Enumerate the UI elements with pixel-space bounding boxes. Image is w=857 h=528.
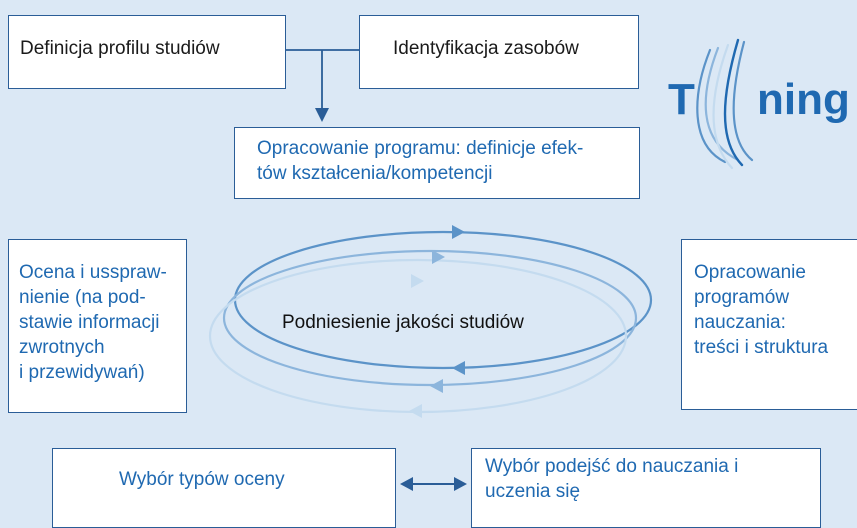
cycle-ellipse-middle [222,249,638,387]
assessment-types-label: Wybór typów oceny [119,469,285,490]
assessment-improvement-line: stawie informacji [19,312,160,333]
program-development-line-2: tów kształcenia/kompetencji [257,163,493,184]
tuning-logo-swirl-icon [696,38,754,170]
arrowhead-down [315,108,329,122]
tuning-logo-ning: ning [757,75,850,124]
assessment-improvement-line: nienie (na pod- [19,287,146,308]
double-arrow-right-head [454,477,467,491]
tuning-logo-letter-t: T [668,75,695,124]
cycle-arrow-top-1 [452,225,465,239]
teaching-approaches-line-2: uczenia się [485,481,581,502]
diagram-graphics [208,38,754,491]
curriculum-development-line: treści i struktura [694,337,829,358]
assessment-improvement-line: Ocena i usspraw- [19,262,167,283]
cycle-arrow-bottom-2 [430,379,443,393]
teaching-approaches-line-1: Wybór podejść do nauczania i [485,456,739,477]
cycle-arrow-top-3 [411,274,424,288]
cycle-label: Podniesienie jakości studiów [282,312,524,333]
teaching-approaches-box: Wybór podejść do nauczania i uczenia się [471,448,821,528]
double-arrow-left-head [400,477,413,491]
cycle-arrow-bottom-1 [452,361,465,375]
profile-definition-label: Definicja profilu studiów [20,38,220,59]
assessment-improvement-box: Ocena i usspraw- nienie (na pod- stawie … [8,239,187,413]
cycle-arrow-bottom-3 [409,404,422,418]
cycle-arrow-top-2 [432,250,445,264]
cycle-ellipse-outer [233,230,653,370]
assessment-types-box: Wybór typów oceny [52,448,396,528]
assessment-improvement-line: zwrotnych [19,337,105,358]
resources-identification-box: Identyfikacja zasobów [359,15,639,89]
program-development-line-1: Opracowanie programu: definicje efek- [257,138,584,159]
resources-identification-label: Identyfikacja zasobów [393,38,579,59]
curriculum-development-box: Opracowanie programów nauczania: treści … [681,239,857,410]
curriculum-development-line: programów [694,287,790,308]
curriculum-development-line: nauczania: [694,312,786,333]
curriculum-development-line: Opracowanie [694,262,806,283]
assessment-improvement-line: i przewidywań) [19,362,145,383]
profile-definition-box: Definicja profilu studiów [8,15,286,89]
program-development-box: Opracowanie programu: definicje efek- tó… [234,127,640,199]
